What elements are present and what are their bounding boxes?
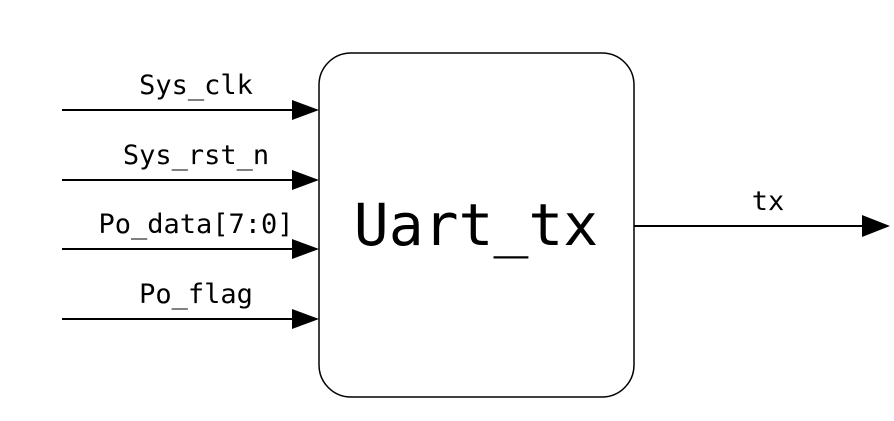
- arrow-right-icon: [292, 239, 319, 259]
- arrow-right-icon: [862, 215, 890, 237]
- output-signal-tx: tx: [634, 186, 890, 237]
- output-label: tx: [752, 186, 785, 217]
- arrow-right-icon: [292, 309, 319, 329]
- input-signal-sys-rst-n: Sys_rst_n: [62, 140, 319, 190]
- input-label: Sys_rst_n: [123, 140, 269, 171]
- block-title: Uart_tx: [354, 191, 598, 259]
- input-signal-sys-clk: Sys_clk: [62, 70, 319, 120]
- input-label: Sys_clk: [139, 70, 253, 101]
- arrow-right-icon: [292, 170, 319, 190]
- input-signal-po-data: Po_data[7:0]: [62, 209, 319, 259]
- input-label: Po_flag: [139, 279, 253, 310]
- uart-tx-block: Uart_tx: [318, 52, 635, 398]
- input-label: Po_data[7:0]: [98, 209, 293, 240]
- arrow-right-icon: [292, 100, 319, 120]
- input-signal-po-flag: Po_flag: [62, 279, 319, 329]
